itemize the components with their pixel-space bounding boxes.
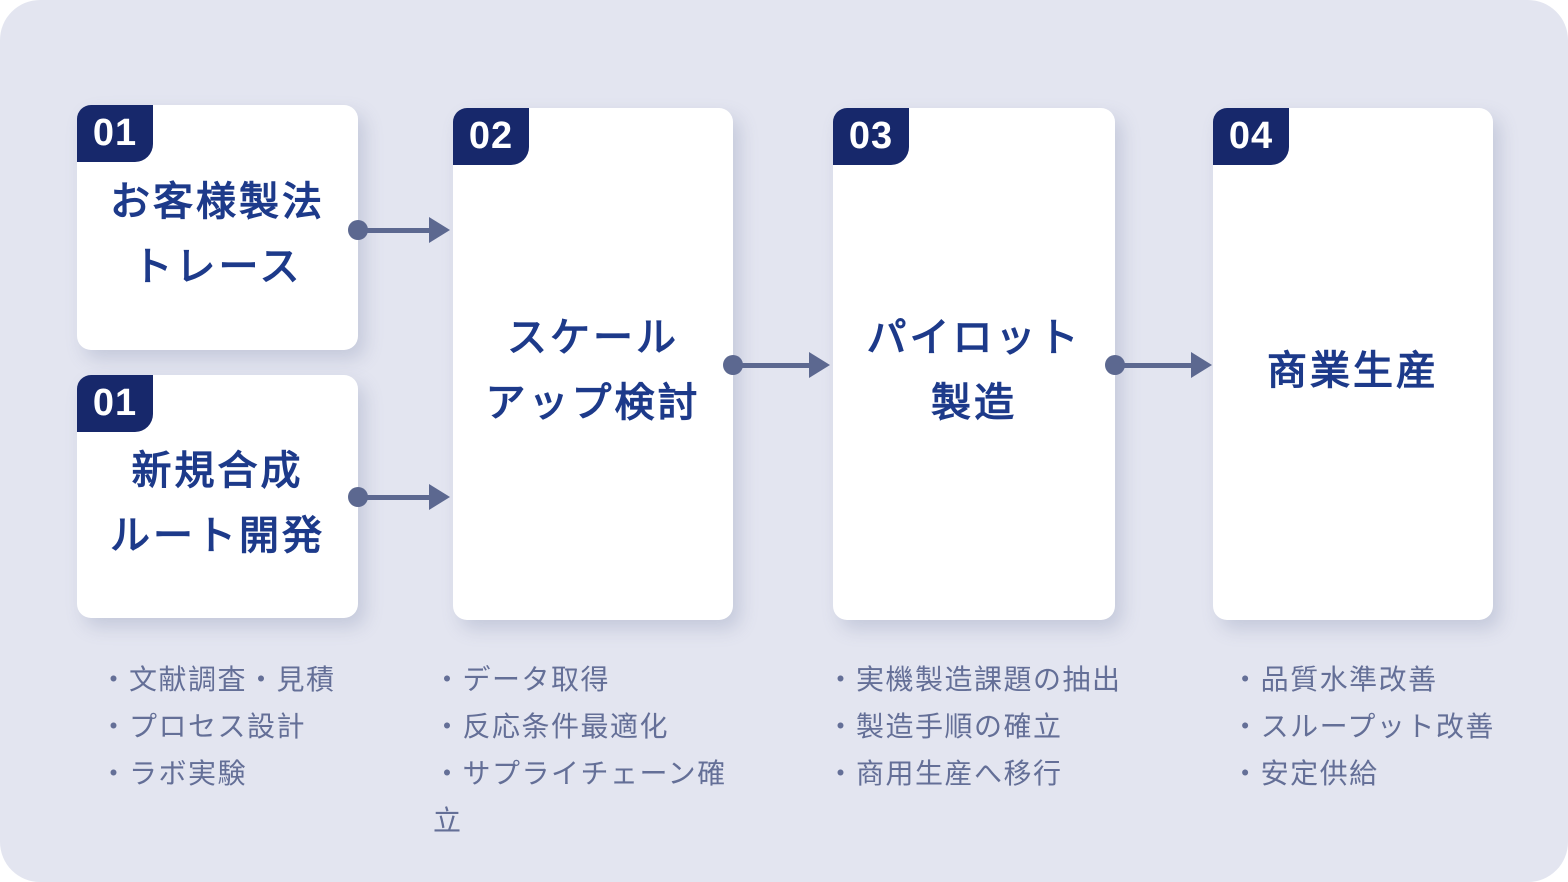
card-title-line: アップ検討 bbox=[485, 381, 701, 425]
arrow-line bbox=[366, 494, 429, 500]
bullet-item: ・スループット改善 bbox=[1231, 711, 1495, 742]
card-title: スケール アップ検討 bbox=[486, 292, 701, 436]
flow-arrow-2 bbox=[348, 484, 450, 510]
process-card-commercial: 04 商業生産 bbox=[1213, 108, 1493, 620]
bullet-list-step3: ・実機製造課題の抽出 ・製造手順の確立 ・商用生産へ移行 bbox=[823, 656, 1125, 797]
arrow-head-icon bbox=[809, 352, 830, 378]
arrow-dot bbox=[723, 355, 743, 375]
arrow-line bbox=[366, 227, 429, 233]
flow-arrow-1 bbox=[348, 217, 450, 243]
bullet-item: ・データ取得 bbox=[433, 664, 611, 695]
bullet-item: ・商用生産へ移行 bbox=[826, 758, 1063, 789]
flow-arrow-3 bbox=[723, 352, 830, 378]
bullet-item: ・安定供給 bbox=[1231, 758, 1379, 789]
card-title-line: お客様製法 bbox=[110, 179, 325, 224]
card-title-line: トレース bbox=[132, 244, 303, 289]
bullet-list-step2: ・データ取得 ・反応条件最適化 ・サプライチェーン確立 bbox=[433, 656, 753, 844]
bullet-item: ・ラボ実験 bbox=[99, 758, 247, 789]
card-title-line: 商業生産 bbox=[1267, 348, 1439, 393]
arrow-dot bbox=[348, 220, 368, 240]
card-title-line: 製造 bbox=[931, 381, 1017, 425]
step-badge: 01 bbox=[77, 375, 153, 432]
arrow-head-icon bbox=[429, 484, 450, 510]
card-title-line: パイロット bbox=[866, 316, 1082, 361]
process-card-customer-trace: 01 お客様製法 トレース bbox=[77, 105, 358, 350]
arrow-head-icon bbox=[429, 217, 450, 243]
bullet-list-step4: ・品質水準改善 ・スループット改善 ・安定供給 bbox=[1213, 656, 1513, 797]
step-badge: 01 bbox=[77, 105, 153, 162]
arrow-head-icon bbox=[1191, 352, 1212, 378]
card-title: パイロット 製造 bbox=[867, 292, 1082, 436]
arrow-dot bbox=[348, 487, 368, 507]
card-title: お客様製法 トレース bbox=[110, 156, 325, 300]
bullet-item: ・製造手順の確立 bbox=[826, 711, 1063, 742]
card-title-line: 新規合成 bbox=[131, 448, 304, 493]
bullet-item: ・反応条件最適化 bbox=[433, 711, 670, 742]
arrow-line bbox=[741, 362, 809, 368]
bullet-item: ・文献調査・見積 bbox=[99, 664, 336, 695]
card-title: 商業生産 bbox=[1267, 325, 1439, 404]
card-title-line: スケール bbox=[507, 316, 679, 361]
process-card-scale-up: 02 スケール アップ検討 bbox=[453, 108, 733, 620]
bullet-item: ・実機製造課題の抽出 bbox=[826, 664, 1122, 695]
flow-arrow-4 bbox=[1105, 352, 1212, 378]
card-title: 新規合成 ルート開発 bbox=[110, 425, 325, 569]
card-title-line: ルート開発 bbox=[110, 513, 325, 558]
bullet-item: ・サプライチェーン確立 bbox=[433, 758, 727, 836]
arrow-dot bbox=[1105, 355, 1125, 375]
step-badge: 04 bbox=[1213, 108, 1289, 165]
arrow-line bbox=[1123, 362, 1191, 368]
bullet-item: ・品質水準改善 bbox=[1231, 664, 1438, 695]
process-card-new-route: 01 新規合成 ルート開発 bbox=[77, 375, 358, 618]
bullet-list-step1: ・文献調査・見積 ・プロセス設計 ・ラボ実験 bbox=[77, 656, 358, 797]
step-badge: 02 bbox=[453, 108, 529, 165]
process-card-pilot: 03 パイロット 製造 bbox=[833, 108, 1115, 620]
step-badge: 03 bbox=[833, 108, 909, 165]
bullet-item: ・プロセス設計 bbox=[99, 711, 306, 742]
